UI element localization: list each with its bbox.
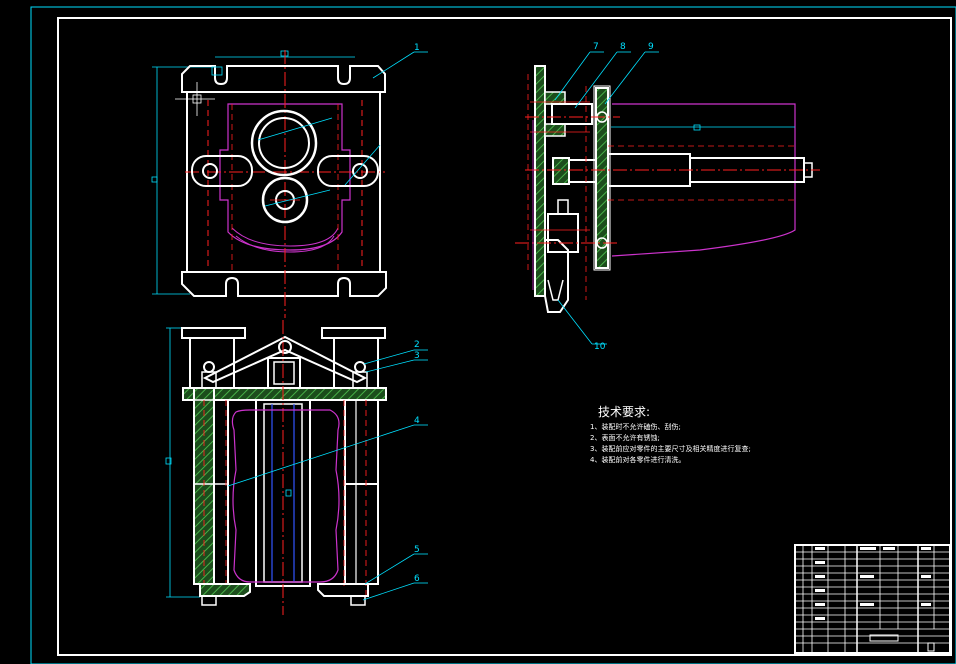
technical-requirements-title: 技术要求:	[598, 405, 650, 419]
section-view	[165, 320, 428, 615]
coordinate-cross-icon	[175, 82, 215, 116]
balloon-6: 6	[414, 574, 420, 584]
balloon-5: 5	[414, 545, 420, 555]
side-view	[515, 51, 820, 345]
balloon-3: 3	[414, 351, 420, 361]
inner-sheet-border	[57, 17, 952, 656]
balloon-8: 8	[620, 42, 626, 52]
balloon-10: 10	[594, 342, 606, 352]
balloon-9: 9	[648, 42, 654, 52]
title-block	[794, 544, 951, 654]
technical-requirement-item: 3、装配前应对零件的主要尺寸及相关精度进行复查;	[590, 444, 751, 453]
balloon-4: 4	[414, 416, 420, 426]
front-view	[151, 50, 428, 318]
technical-requirement-item: 2、表面不允许有锈蚀;	[590, 433, 660, 442]
balloon-2: 2	[414, 340, 420, 350]
technical-requirement-item: 4、装配前对各零件进行清洗。	[590, 455, 685, 464]
balloon-7: 7	[593, 42, 599, 52]
balloon-1: 1	[414, 43, 420, 53]
technical-requirements: 技术要求: 1、装配时不允许磕伤、刮伤; 2、表面不允许有锈蚀; 3、装配前应对…	[590, 405, 751, 464]
balloon-labels: 1 2 3 4 5 6 7 8 9 10	[414, 42, 654, 584]
outer-sheet-border	[30, 6, 956, 664]
technical-requirement-item: 1、装配时不允许磕伤、刮伤;	[590, 422, 681, 431]
